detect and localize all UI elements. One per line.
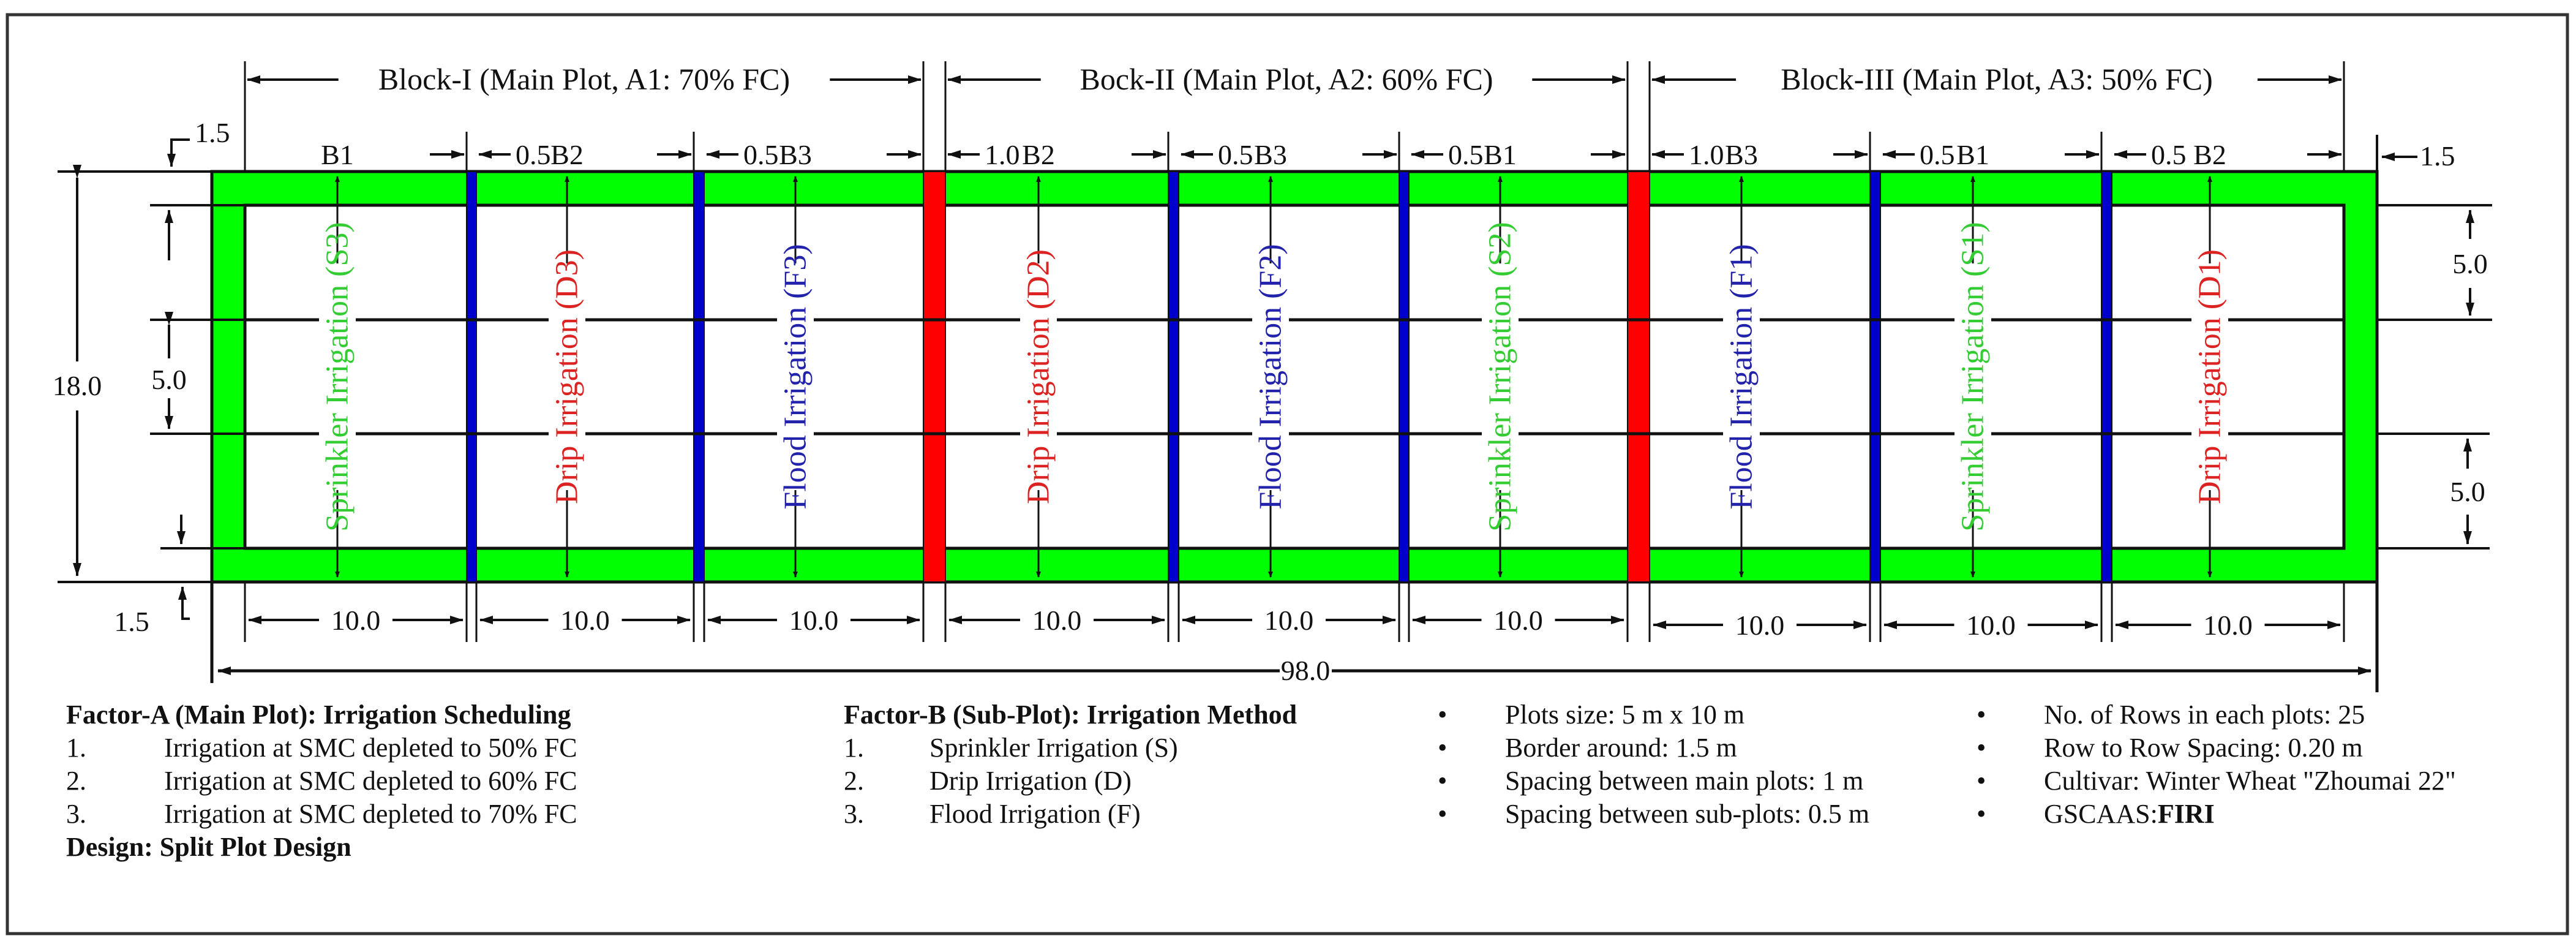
spacing-dim: 0.5 <box>1920 139 1955 170</box>
sub-plot-name: B3 <box>779 139 812 170</box>
spec-item: •Plots size: 5 m x 10 m <box>1438 700 1745 730</box>
factor-b-item: 3.Flood Irrigation (F) <box>844 799 1141 829</box>
spec-item: •Row to Row Spacing: 0.20 m <box>1977 733 2363 763</box>
plot-width-dim: 10.0 <box>1966 610 2016 641</box>
plot-label-drip: Drip Irrigation (D2) <box>1021 249 1056 504</box>
total-width-dimension <box>210 582 2379 692</box>
plot-label-sprinkler: Sprinkler Irrigation (S2) <box>1483 222 1518 531</box>
dim-total-width: 98.0 <box>1281 655 1331 686</box>
main-plot-divider <box>1627 171 1650 583</box>
sub-plot-name: B2 <box>550 139 584 170</box>
plot-label-flood: Flood Irrigation (F1) <box>1724 244 1759 509</box>
sub-plot-name: B2 <box>2193 139 2226 170</box>
main-plot-divider <box>923 171 946 583</box>
factor-b-item: 2.Drip Irrigation (D) <box>844 766 1132 796</box>
plot-label-flood: Flood Irrigation (F2) <box>1253 244 1288 509</box>
sub-plot-divider <box>1399 171 1410 583</box>
plot-width-dim: 10.0 <box>1264 605 1314 636</box>
sub-plot-divider <box>466 171 477 583</box>
sub-plot-divider <box>2101 171 2112 583</box>
sub-plot-name: B1 <box>1956 139 1989 170</box>
spacing-dim: 0.5 <box>1218 139 1253 170</box>
right-dimensions <box>2376 135 2492 550</box>
dim-total-height: 18.0 <box>53 370 102 401</box>
dim-bottom-border: 1.5 <box>114 606 149 637</box>
block-label: Block-I (Main Plot, A1: 70% FC) <box>378 62 790 96</box>
sub-plot-name: B1 <box>1484 139 1517 170</box>
spacing-dim: 1.0 <box>985 139 1020 170</box>
sub-plot-divider <box>1869 171 1881 583</box>
dim-left-middle: 5.0 <box>151 364 187 395</box>
block-label: Bock-II (Main Plot, A2: 60% FC) <box>1080 62 1493 96</box>
dim-right-border: 1.5 <box>2420 140 2455 172</box>
spec-item: •Spacing between sub-plots: 0.5 m <box>1438 799 1870 829</box>
plot-width-dim: 10.0 <box>331 605 381 636</box>
spacing-dim: 0.5 <box>743 139 779 170</box>
block-label: Block-III (Main Plot, A3: 50% FC) <box>1781 62 2213 96</box>
sub-plot-divider <box>1168 171 1179 583</box>
plot-label-sprinkler: Sprinkler Irrigation (S3) <box>320 222 355 531</box>
legend-specs-1: •Plots size: 5 m x 10 m •Border around: … <box>1419 698 1869 831</box>
spacing-dim: 1.0 <box>1689 139 1724 170</box>
plot-width-dim: 10.0 <box>789 605 839 636</box>
plot-label-flood: Flood Irrigation (F3) <box>778 244 813 509</box>
spec-item: •Spacing between main plots: 1 m <box>1438 766 1864 796</box>
factor-b-item: 1.Sprinkler Irrigation (S) <box>844 733 1178 763</box>
plot-width-dim: 10.0 <box>1493 605 1543 636</box>
plot-area <box>243 203 2346 550</box>
sub-plot-name: B3 <box>1254 139 1287 170</box>
spec-item: •GSCAAS: FIRI <box>1958 798 2456 831</box>
spacing-dim: 0.5 <box>2151 139 2187 170</box>
sub-plot-divider <box>693 171 705 583</box>
plot-width-dim: 10.0 <box>2203 610 2253 641</box>
legend-factor-a: Factor-A (Main Plot): Irrigation Schedul… <box>66 698 577 864</box>
spec-item: •Cultivar: Winter Wheat "Zhoumai 22" <box>1977 766 2456 796</box>
legend-factor-b: Factor-B (Sub-Plot): Irrigation Method 1… <box>844 698 1297 831</box>
factor-a-item: 3.Irrigation at SMC depleted to 70% FC <box>66 799 577 829</box>
spec-item: •Border around: 1.5 m <box>1438 733 1737 763</box>
gscaas-value: FIRI <box>2157 799 2215 829</box>
plot-label-drip: Drip Irrigation (D3) <box>550 249 585 504</box>
spec-item: •No. of Rows in each plots: 25 <box>1977 700 2365 730</box>
field <box>210 170 2379 584</box>
spacing-dim: 0.5 <box>1448 139 1484 170</box>
dim-right-bottom: 5.0 <box>2450 476 2485 507</box>
design-label: Design: Split Plot Design <box>66 832 351 862</box>
legend-specs-2: •No. of Rows in each plots: 25 •Row to R… <box>1958 698 2456 831</box>
sub-plot-name: B3 <box>1725 139 1758 170</box>
factor-b-title: Factor-B (Sub-Plot): Irrigation Method <box>844 700 1297 730</box>
factor-a-title: Factor-A (Main Plot): Irrigation Schedul… <box>66 700 571 730</box>
factor-a-item: 2.Irrigation at SMC depleted to 60% FC <box>66 766 577 796</box>
plot-width-dim: 10.0 <box>1032 605 1082 636</box>
factor-a-item: 1.Irrigation at SMC depleted to 50% FC <box>66 733 577 763</box>
sub-plot-name: B1 <box>321 139 354 170</box>
dim-right-top: 5.0 <box>2452 248 2488 279</box>
plot-label-sprinkler: Sprinkler Irrigation (S1) <box>1956 222 1991 531</box>
plot-label-drip: Drip Irrigation (D1) <box>2193 249 2228 504</box>
spacing-dim: 0.5 <box>516 139 551 170</box>
dim-top-border: 1.5 <box>195 117 230 148</box>
sub-plot-name: B2 <box>1022 139 1055 170</box>
plot-width-dim: 10.0 <box>1735 610 1785 641</box>
plot-width-dim: 10.0 <box>560 605 610 636</box>
left-dimensions <box>58 138 245 620</box>
